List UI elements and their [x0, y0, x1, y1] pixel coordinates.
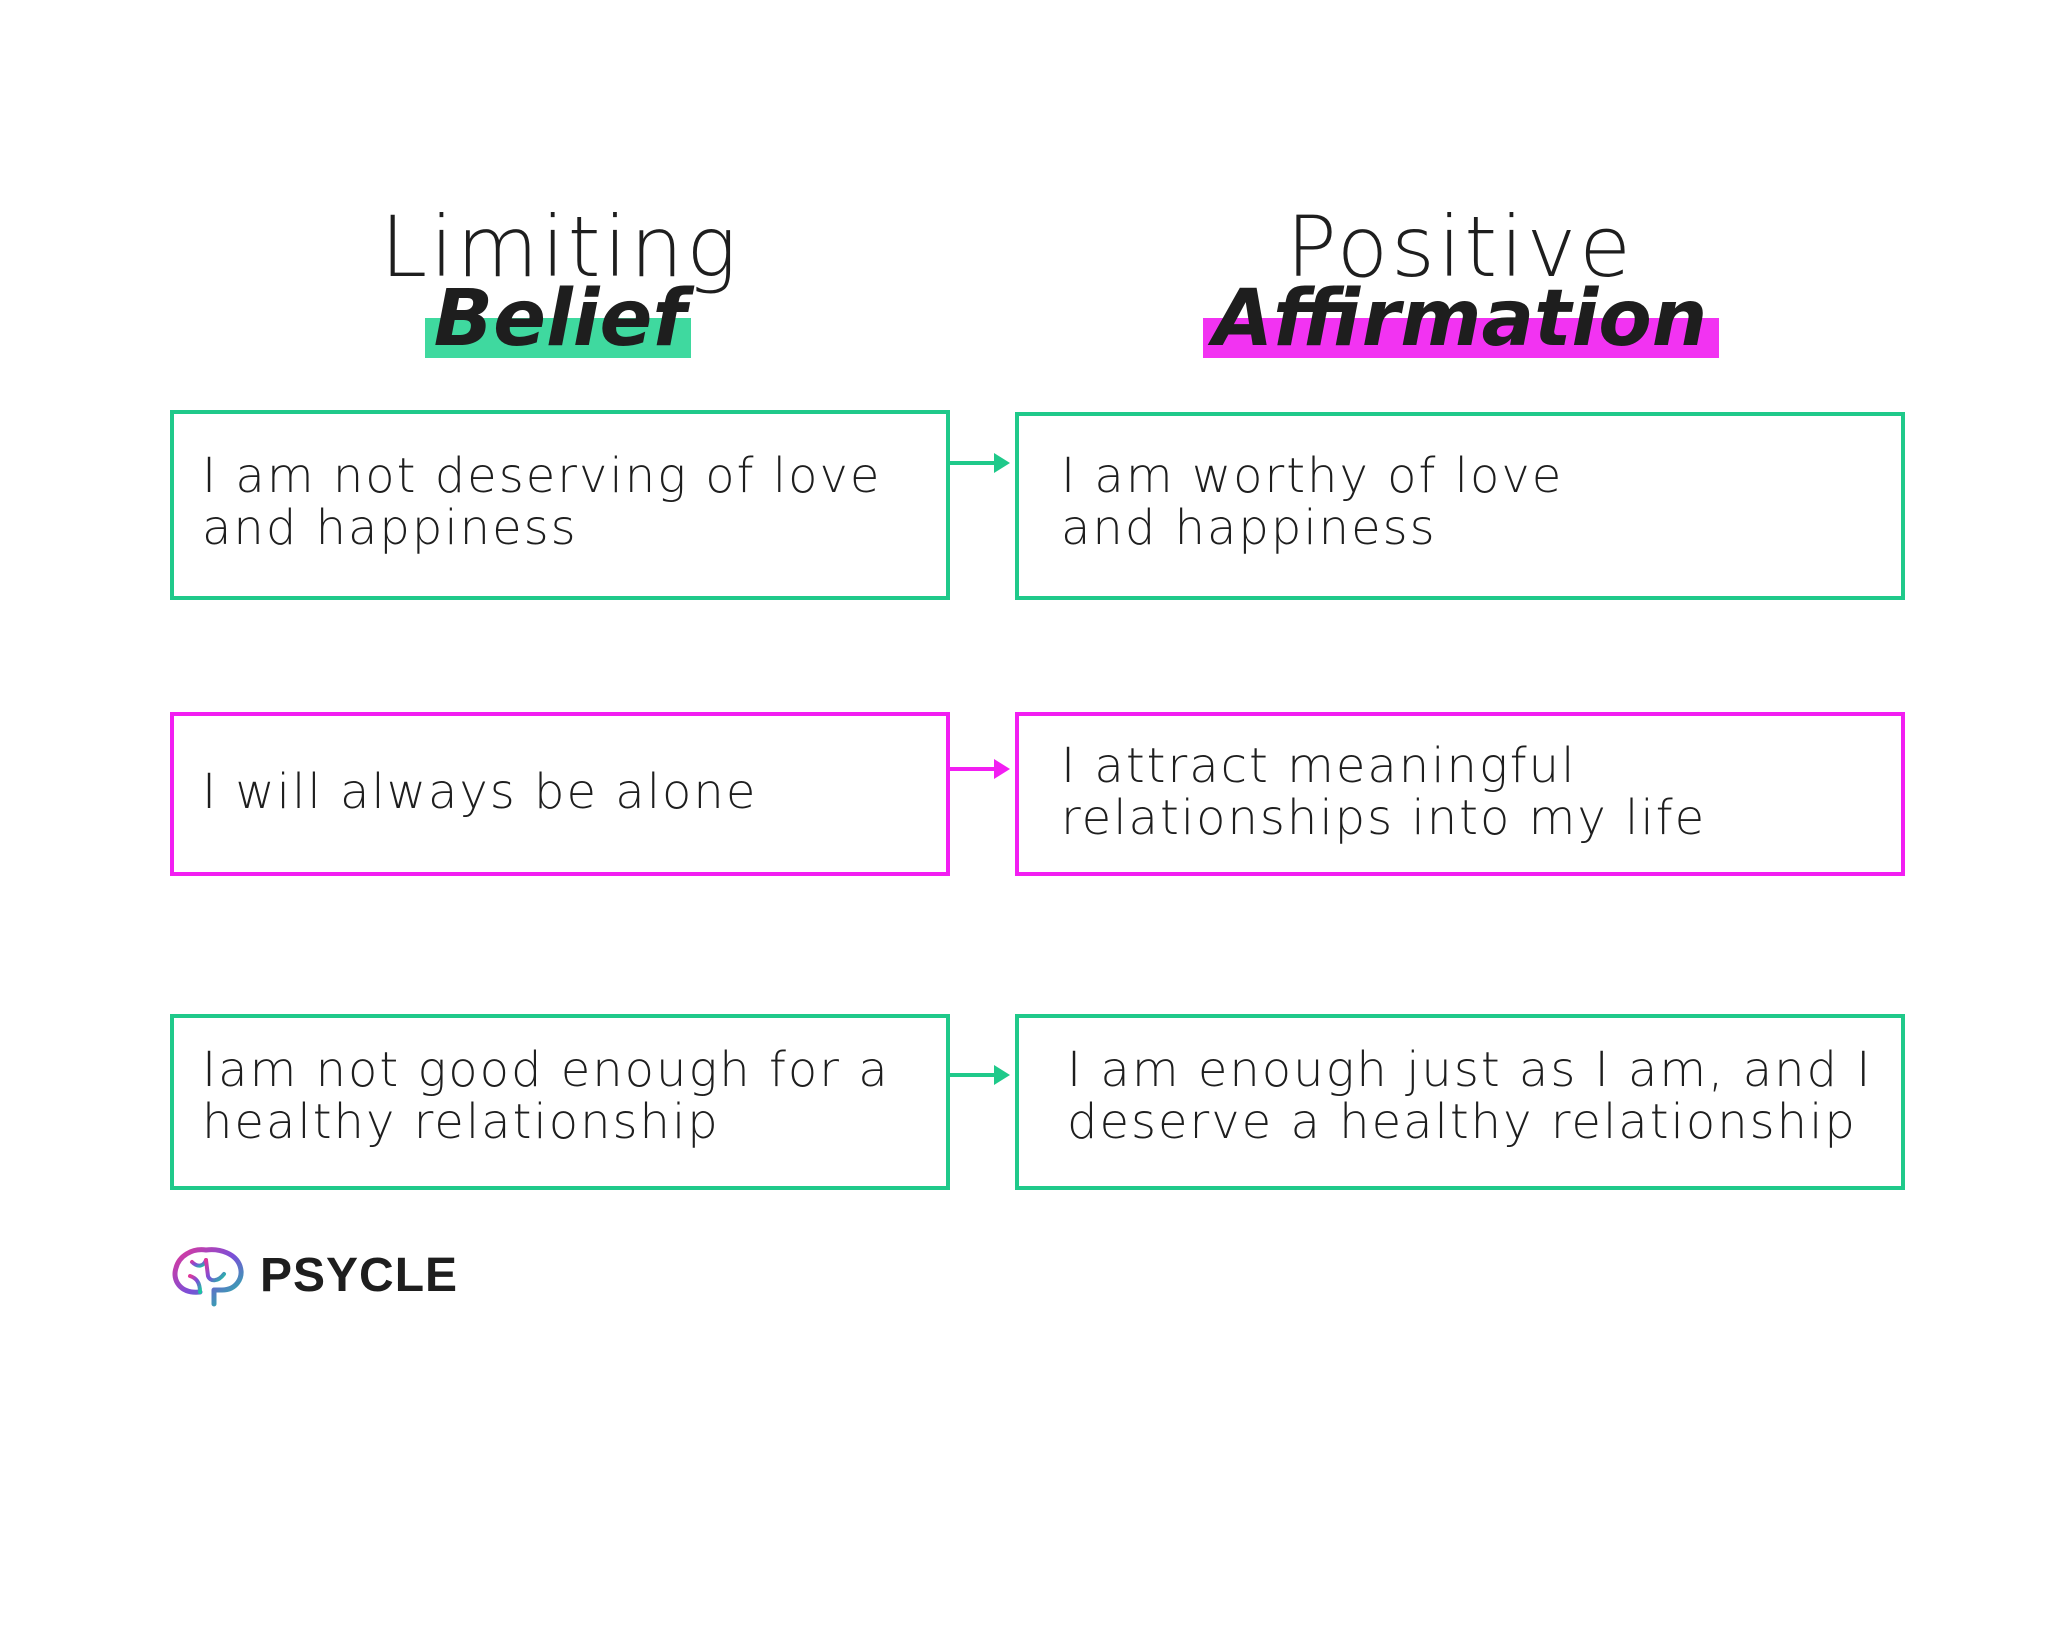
affirmation-box-3: I am enough just as I am, and I deserve …: [1015, 1014, 1905, 1190]
belief-box-2: I will always be alone: [170, 712, 950, 876]
belief-box-1: I am not deserving of love and happiness: [170, 410, 950, 600]
arrow-icon-1: [950, 453, 1010, 473]
positive-affirmation-header: Positive Affirmation: [1015, 200, 1905, 370]
limiting-belief-header: Limiting Belief: [170, 200, 950, 370]
belief-box-3: Iam not good enough for a healthy relati…: [170, 1014, 950, 1190]
positive-header-line1: Positive: [1286, 198, 1634, 296]
limiting-header-line1: Limiting: [380, 198, 740, 296]
psycle-logo: PSYCLE: [170, 1240, 458, 1310]
logo-text: PSYCLE: [260, 1248, 459, 1302]
affirmation-highlight: [1203, 318, 1719, 358]
arrow-icon-3: [950, 1065, 1010, 1085]
arrow-icon-2: [950, 759, 1010, 779]
affirmation-box-2: I attract meaningful relationships into …: [1015, 712, 1905, 876]
brain-icon: [172, 1247, 244, 1307]
affirmation-text-1: I am worthy of love and happiness: [1061, 448, 1564, 556]
belief-highlight: [425, 318, 691, 358]
positive-header-line2: Affirmation: [1212, 274, 1708, 364]
limiting-header-line2: Belief: [433, 274, 687, 364]
belief-text-2: I will always be alone: [202, 764, 758, 820]
affirmation-text-2: I attract meaningful relationships into …: [1061, 738, 1707, 846]
belief-text-3: Iam not good enough for a healthy relati…: [202, 1042, 890, 1150]
affirmation-text-3: I am enough just as I am, and I deserve …: [1067, 1042, 1873, 1150]
affirmation-box-1: I am worthy of love and happiness: [1015, 412, 1905, 600]
belief-text-1: I am not deserving of love and happiness: [202, 448, 882, 556]
